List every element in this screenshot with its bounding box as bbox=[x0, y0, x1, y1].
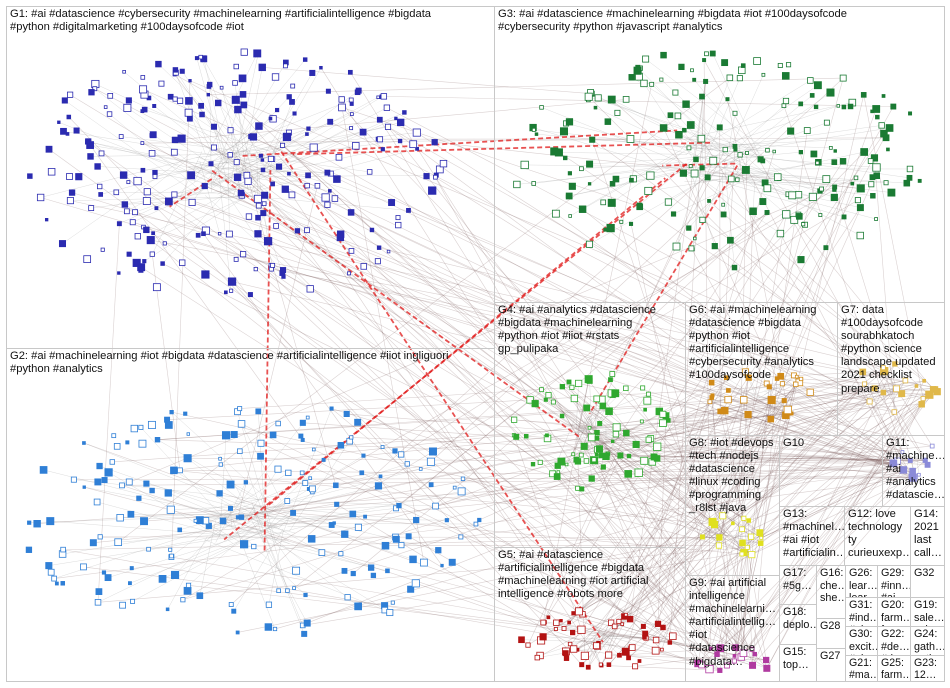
group-label-g10: G10 bbox=[783, 437, 880, 450]
group-label-g31: G31: #ind… #ai… bbox=[849, 599, 875, 627]
group-label-g12: G12: love technology ty curieuxexp… bbox=[848, 508, 908, 560]
group-box-g9: G9: #ai artificial intelligence #machine… bbox=[685, 575, 780, 682]
group-box-g17: G17: #5g… bbox=[779, 565, 817, 605]
group-box-g32: G32 bbox=[910, 565, 945, 598]
group-label-g6: G6: #ai #machinelearning #datascience #b… bbox=[689, 304, 835, 383]
group-label-g24: G24: gath… gath… bbox=[914, 628, 942, 656]
group-box-g6: G6: #ai #machinelearning #datascience #b… bbox=[685, 302, 838, 436]
group-box-g29: G29: #inn… #ai… bbox=[877, 565, 911, 598]
group-label-g26: G26: lear… lear… bbox=[849, 567, 875, 598]
group-label-g22: G22: #de… #de… bbox=[881, 628, 908, 656]
group-label-g5: G5: #ai #datascience #artificialintellig… bbox=[498, 549, 683, 601]
group-box-g7: G7: data #100daysofcode sourabhkatoch #p… bbox=[837, 302, 945, 436]
group-box-g1: G1: #ai #datascience #cybersecurity #mac… bbox=[6, 6, 495, 349]
group-label-g13: G13: #machinel… #ai #iot #artificialin… bbox=[783, 508, 842, 560]
group-label-g32: G32 bbox=[914, 567, 942, 580]
group-box-g30: G30: excit… #ai… bbox=[845, 626, 878, 656]
group-box-g8: G8: #iot #devops #tech #nodejs #datascie… bbox=[685, 435, 780, 576]
group-label-g16: G16: che… she… bbox=[820, 567, 843, 605]
group-box-g23: G23: 12… bbox=[910, 655, 945, 682]
group-box-g19: G19: sale… sale… bbox=[910, 597, 945, 627]
group-label-g2: G2: #ai #machinelearning #iot #bigdata #… bbox=[10, 350, 492, 376]
group-box-g26: G26: lear… lear… bbox=[845, 565, 878, 598]
group-label-g14: G14: 2021 last call… bbox=[914, 508, 942, 560]
group-label-g1: G1: #ai #datascience #cybersecurity #mac… bbox=[10, 8, 492, 34]
group-label-g18: G18: deplo… bbox=[783, 606, 814, 631]
group-box-g15: G15: top… bbox=[779, 644, 817, 682]
group-box-g31: G31: #ind… #ai… bbox=[845, 597, 878, 627]
group-box-g21: G21: #ma… bbox=[845, 655, 878, 682]
group-box-g25: G25: farm… bbox=[877, 655, 911, 682]
group-label-g23: G23: 12… bbox=[914, 657, 942, 682]
group-label-g19: G19: sale… sale… bbox=[914, 599, 942, 627]
group-box-g3: G3: #ai #datascience #machinelearning #b… bbox=[494, 6, 945, 303]
group-box-g18: G18: deplo… bbox=[779, 604, 817, 645]
group-box-g2: G2: #ai #machinelearning #iot #bigdata #… bbox=[6, 348, 495, 682]
group-box-g14: G14: 2021 last call… bbox=[910, 506, 945, 566]
group-box-g27: G27 bbox=[816, 648, 846, 682]
group-label-g25: G25: farm… bbox=[881, 657, 908, 682]
group-label-g15: G15: top… bbox=[783, 646, 814, 671]
group-label-g21: G21: #ma… bbox=[849, 657, 875, 682]
group-box-g10: G10 bbox=[779, 435, 883, 507]
group-box-g20: G20: farm… farm… bbox=[877, 597, 911, 627]
group-box-g11: G11: #machine… #ai #analytics #datascie… bbox=[882, 435, 945, 507]
group-box-g24: G24: gath… gath… bbox=[910, 626, 945, 656]
group-box-g12: G12: love technology ty curieuxexp… bbox=[844, 506, 911, 566]
group-box-g4: G4: #ai #analytics #datascience #bigdata… bbox=[494, 302, 686, 548]
group-label-g28: G28 bbox=[820, 620, 843, 633]
group-label-g9: G9: #ai artificial intelligence #machine… bbox=[689, 577, 777, 669]
group-label-g7: G7: data #100daysofcode sourabhkatoch #p… bbox=[841, 304, 942, 396]
group-label-g11: G11: #machine… #ai #analytics #datascie… bbox=[886, 437, 942, 502]
group-label-g27: G27 bbox=[820, 650, 843, 663]
group-label-g30: G30: excit… #ai… bbox=[849, 628, 875, 656]
group-label-g29: G29: #inn… #ai… bbox=[881, 567, 908, 598]
group-label-g8: G8: #iot #devops #tech #nodejs #datascie… bbox=[689, 437, 777, 516]
group-box-g22: G22: #de… #de… bbox=[877, 626, 911, 656]
group-label-g20: G20: farm… farm… bbox=[881, 599, 908, 627]
group-label-g3: G3: #ai #datascience #machinelearning #b… bbox=[498, 8, 942, 34]
group-box-g5: G5: #ai #datascience #artificialintellig… bbox=[494, 547, 686, 682]
group-label-g17: G17: #5g… bbox=[783, 567, 814, 592]
group-box-g28: G28 bbox=[816, 618, 846, 649]
group-label-g4: G4: #ai #analytics #datascience #bigdata… bbox=[498, 304, 683, 356]
group-box-g13: G13: #machinel… #ai #iot #artificialin… bbox=[779, 506, 845, 566]
group-box-g16: G16: che… she… bbox=[816, 565, 846, 619]
